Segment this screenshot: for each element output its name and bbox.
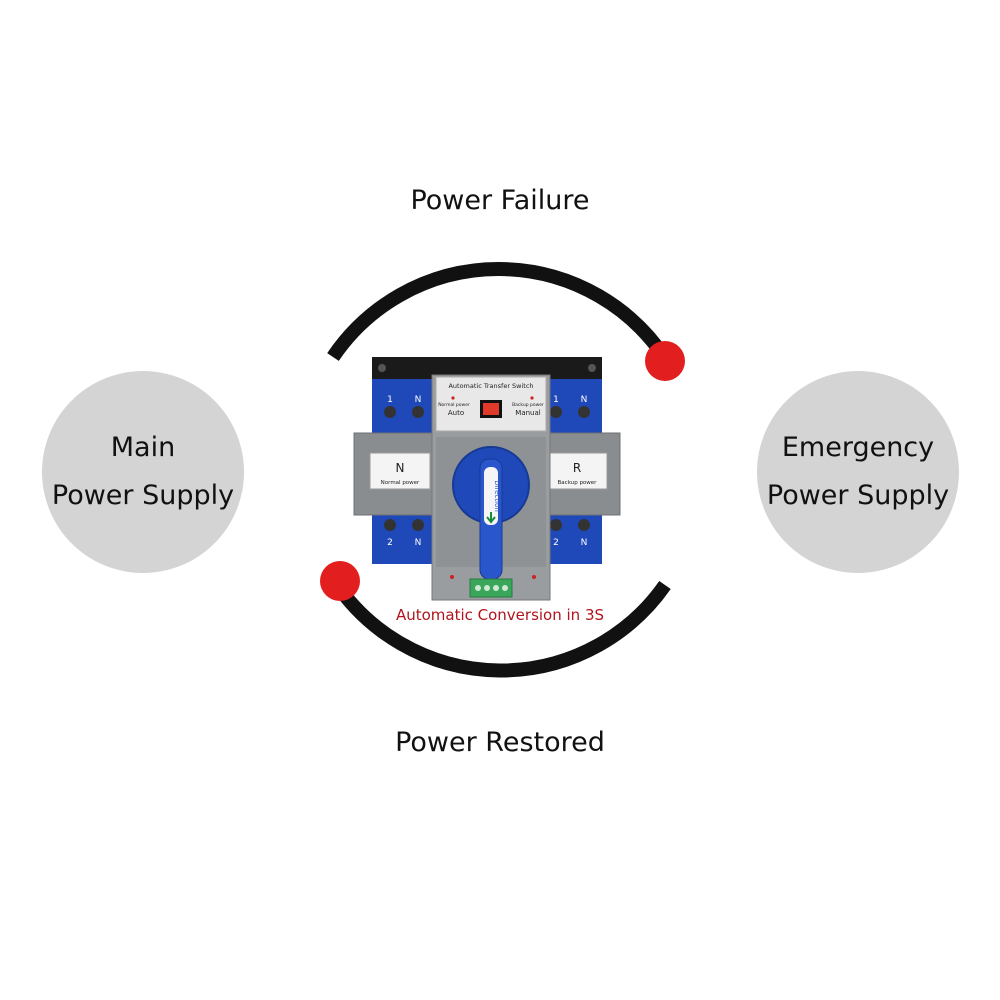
terminal-top-left-1: 1: [387, 395, 393, 405]
emergency-node-line2: Power Supply: [766, 480, 950, 511]
emergency-power-supply-node: Emergency Power Supply: [757, 371, 959, 573]
bottom-arc: [329, 578, 671, 678]
device-title: Automatic Transfer Switch: [448, 382, 533, 390]
manual-text: Manual: [515, 409, 540, 417]
right-plate-text: Backup power: [558, 480, 598, 486]
main-node-line2: Power Supply: [51, 480, 235, 511]
device-illustration: 1 N 1 N 2 N 2 N N Normal power R Backup …: [353, 357, 621, 601]
backup-power-text: Backup power: [512, 402, 544, 408]
right-plate-letter: R: [573, 461, 581, 475]
emergency-node-line1: Emergency: [781, 432, 935, 463]
direction-arrow-icon: [486, 512, 496, 524]
main-node-line1: Main: [110, 432, 176, 463]
normal-power-text: Normal power: [438, 402, 470, 408]
power-restored-label: Power Restored: [395, 727, 605, 758]
top-arc: [327, 262, 671, 362]
terminal-top-right-1: 1: [553, 395, 559, 405]
left-plate-text: Normal power: [381, 480, 420, 486]
top-right-dot: [645, 341, 685, 381]
terminal-bottom-left-n: N: [415, 538, 422, 548]
terminal-top-left-n: N: [415, 395, 422, 405]
left-plate-letter: N: [396, 461, 405, 475]
transfer-switch-device: 1 N 1 N 2 N 2 N N Normal power R Backup …: [352, 355, 622, 605]
auto-text: Auto: [448, 409, 464, 417]
green-terminal-block: [469, 578, 513, 598]
main-power-supply-node: Main Power Supply: [42, 371, 244, 573]
automatic-conversion-caption: Automatic Conversion in 3S: [395, 606, 605, 624]
bottom-left-dot: [320, 561, 360, 601]
terminal-bottom-right-n: N: [581, 538, 588, 548]
terminal-bottom-left-2: 2: [387, 538, 393, 548]
terminal-bottom-right-2: 2: [553, 538, 559, 548]
terminal-top-right-n: N: [581, 395, 588, 405]
knob-direction-text: Direction: [493, 480, 501, 512]
power-failure-label: Power Failure: [410, 185, 590, 216]
